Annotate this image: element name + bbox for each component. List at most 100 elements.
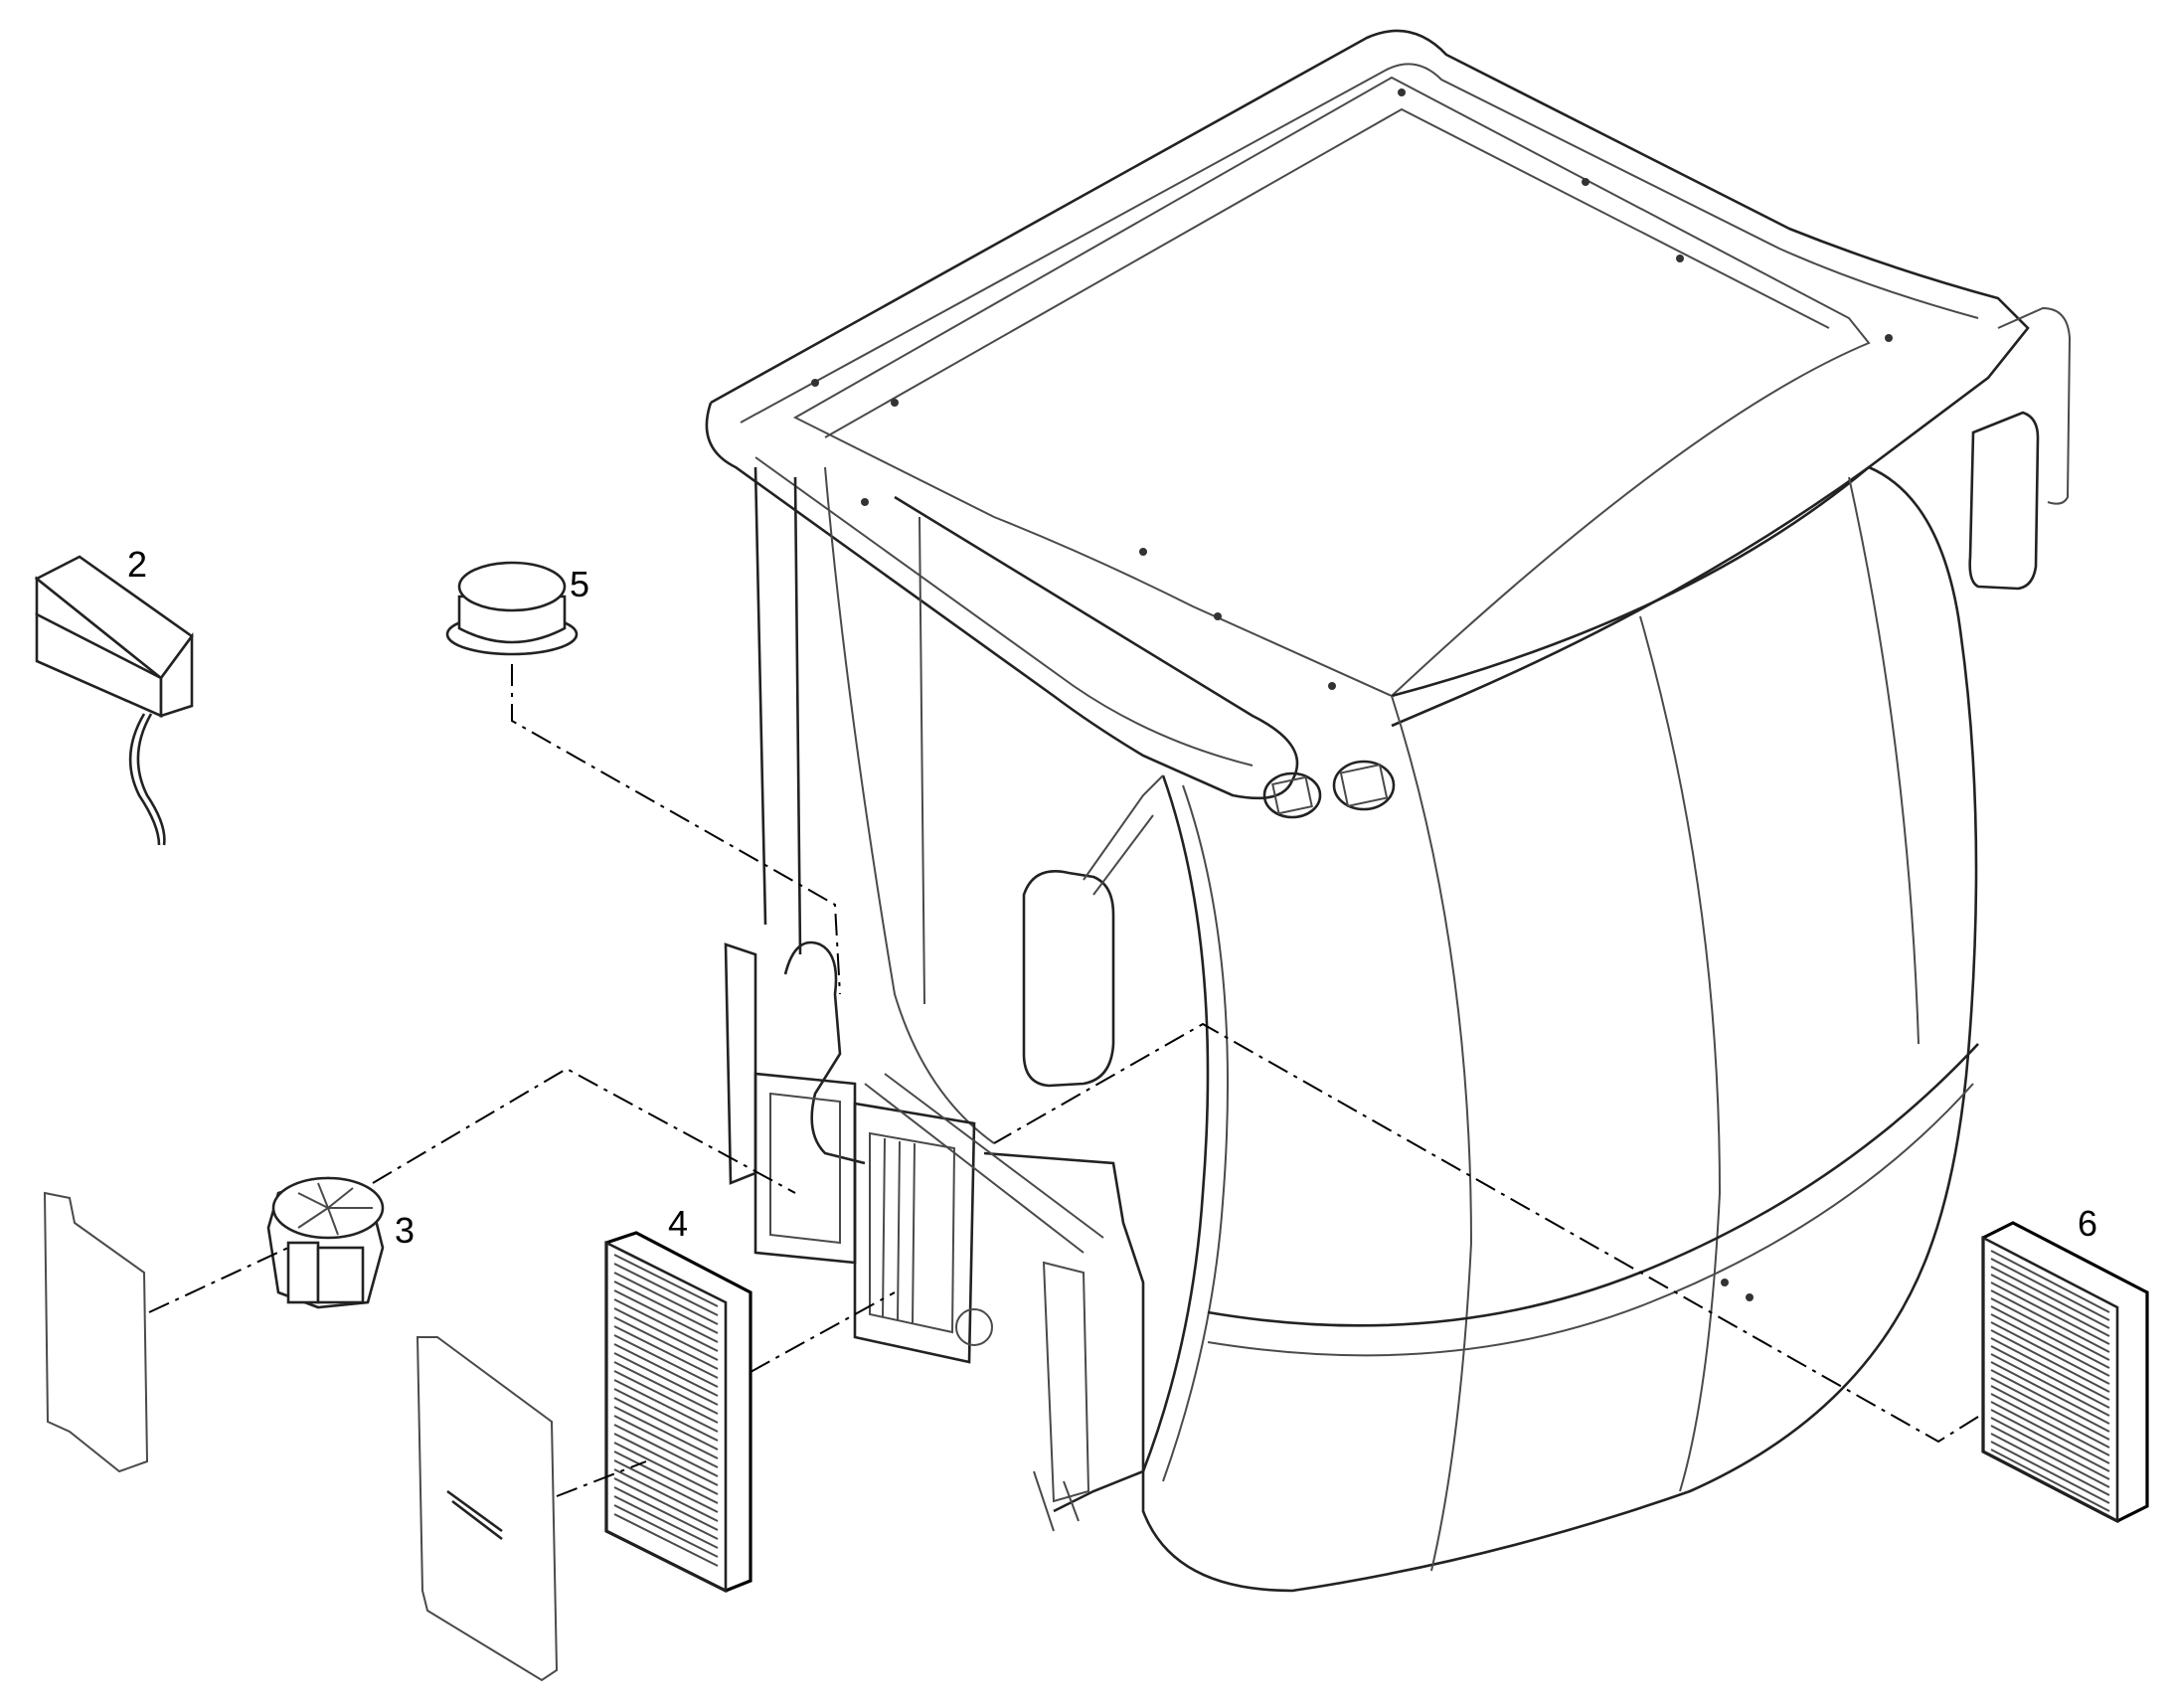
filter-pleat — [1990, 1401, 2110, 1464]
filter-pleat — [613, 1334, 719, 1388]
filter-pleat — [1990, 1329, 2110, 1393]
filter-pleat — [613, 1513, 719, 1567]
filter-pleat — [1990, 1353, 2110, 1417]
cab-shell — [1141, 465, 1978, 1593]
filter-pleat — [613, 1325, 719, 1379]
roof-panel — [792, 76, 1871, 698]
part-3-blower-fan — [266, 1176, 385, 1309]
leader-6 — [993, 1022, 1979, 1444]
cover-plate-left-outline — [43, 1191, 149, 1473]
mirror-left-arm — [1083, 774, 1164, 896]
cap-top — [457, 561, 567, 612]
filter-pleat — [1990, 1337, 2110, 1401]
filter-pleat — [613, 1281, 719, 1334]
mirror-left — [1022, 870, 1115, 1088]
filter-pleat — [613, 1254, 719, 1307]
a-pillar-left — [753, 466, 802, 955]
filter-pleat — [613, 1477, 719, 1531]
filter-pleat — [1990, 1433, 2110, 1496]
filter-pleat — [613, 1379, 719, 1433]
cab-rib-1 — [1391, 695, 1473, 1572]
cover-plate-handle-outline — [416, 1336, 559, 1682]
crossbar-inner — [754, 456, 1254, 767]
work-light-left — [1262, 771, 1322, 819]
filter-pleat — [1990, 1369, 2110, 1433]
filter-pleat — [1990, 1345, 2110, 1409]
filter-pleat — [1990, 1377, 2110, 1441]
front-crossbar — [705, 402, 1299, 800]
roof-rail-outer — [710, 29, 2030, 728]
callout-3: 3 — [395, 1210, 415, 1251]
filter-pleat — [1990, 1297, 2110, 1361]
callout-2: 2 — [127, 544, 147, 585]
filter-pleat — [613, 1406, 719, 1459]
work-light-right-lens — [1339, 764, 1389, 807]
filter-pleat — [1990, 1385, 2110, 1449]
work-light-right — [1332, 760, 1396, 811]
leader-3 — [372, 1067, 796, 1194]
filter-pleat — [613, 1289, 719, 1343]
filter-pleat — [613, 1343, 719, 1397]
filter-pleat — [613, 1504, 719, 1558]
cover-handle — [446, 1489, 503, 1541]
filter-pleat — [613, 1397, 719, 1451]
mirror-right-arm — [1997, 306, 2072, 505]
filter-pleat — [1990, 1289, 2110, 1353]
module-box-side — [159, 632, 194, 718]
windshield-edge — [1141, 774, 1210, 1472]
cab-rib-3 — [1848, 476, 1920, 1045]
bracket-lower — [1033, 1470, 1080, 1532]
part-2-control-module — [34, 555, 194, 846]
fan-outlet — [316, 1246, 365, 1304]
module-cable — [128, 713, 166, 846]
duct-port — [955, 1308, 993, 1346]
bolt-dots — [811, 88, 1893, 1301]
fan-blades — [297, 1182, 373, 1236]
windshield-edge-inner — [1162, 784, 1229, 1482]
mirror-right — [1968, 411, 2040, 591]
leader-5 — [511, 664, 841, 995]
part-6-cabin-filter — [1981, 1221, 2149, 1524]
leader-cover-handle — [556, 1460, 647, 1497]
evaporator-frame — [853, 1102, 976, 1364]
part-5-sensor-cap — [445, 561, 579, 656]
filter-6-face — [1981, 1235, 2119, 1524]
cover-plate-handle — [416, 1336, 559, 1682]
filter-pleat — [613, 1451, 719, 1504]
leader-cover-left — [148, 1247, 289, 1313]
filter-pleat — [1990, 1266, 2110, 1329]
filter-pleat — [1990, 1258, 2110, 1321]
filter-pleat — [613, 1442, 719, 1495]
filter-pleat — [613, 1370, 719, 1424]
filter-pleat — [613, 1468, 719, 1522]
filter-pleat — [613, 1495, 719, 1549]
part-4-cabin-filter — [604, 1231, 752, 1594]
roof-panel-edge — [824, 107, 1830, 438]
callout-4: 4 — [668, 1203, 688, 1244]
filter-4-face — [604, 1240, 728, 1594]
callout-6: 6 — [2078, 1203, 2097, 1244]
filter-6-pleats — [1990, 1250, 2110, 1512]
belt-line-lower — [1207, 1083, 1974, 1357]
filter-pleat — [613, 1316, 719, 1370]
filter-pleat — [1990, 1441, 2110, 1504]
leader-lines — [148, 664, 1979, 1497]
fan-motor — [286, 1241, 320, 1304]
side-frame — [983, 1151, 1145, 1513]
filter-pleat — [613, 1298, 719, 1352]
filter-pleat — [1990, 1425, 2110, 1488]
filter-pleat — [1990, 1393, 2110, 1456]
filter-pleat — [1990, 1449, 2110, 1512]
door-glass-line — [919, 516, 925, 1005]
filter-pleat — [1990, 1361, 2110, 1425]
filter-pleat — [613, 1307, 719, 1361]
filter-pleat — [1990, 1250, 2110, 1313]
filter-pleat — [613, 1486, 719, 1540]
filter-pleat — [613, 1263, 719, 1316]
filter-pleat — [613, 1459, 719, 1513]
filter-pleat — [613, 1352, 719, 1406]
leader-4 — [750, 1291, 896, 1373]
filter-pleat — [1990, 1274, 2110, 1337]
